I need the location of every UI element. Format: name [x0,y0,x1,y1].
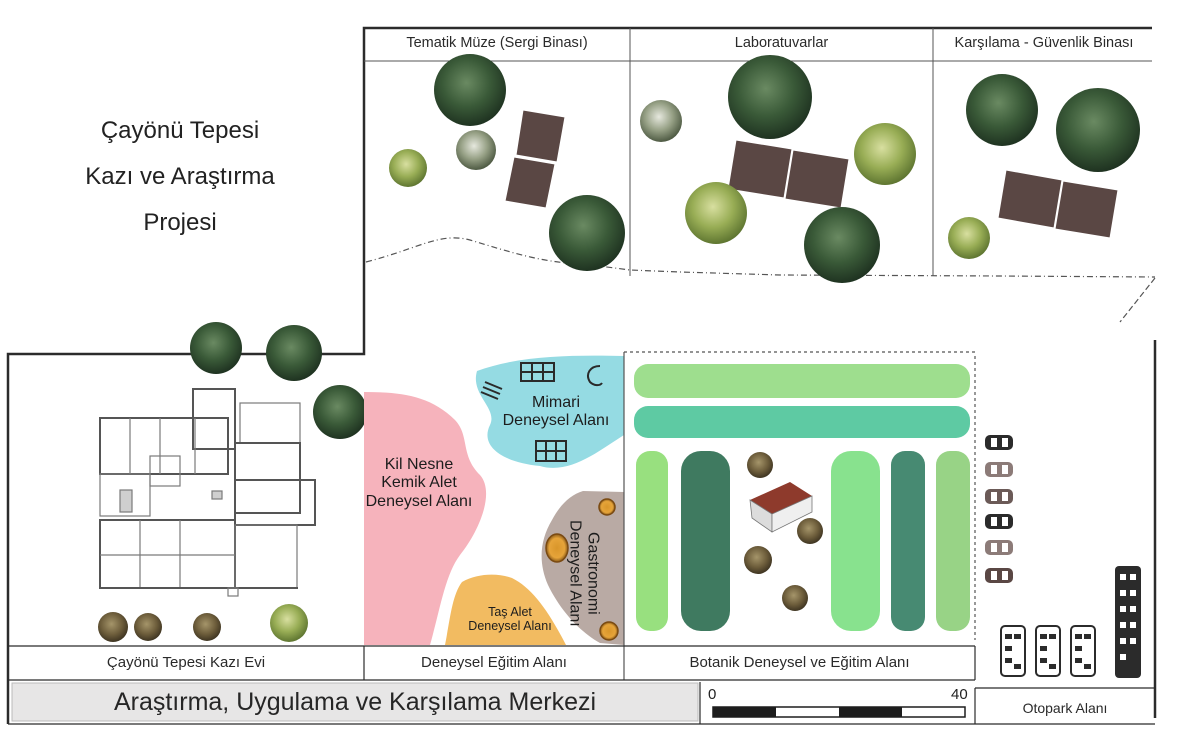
architecture-area-line1: Mimari [532,394,580,411]
clay-area-line3: Deneysel Alanı [365,492,473,510]
lab-buildings [727,139,850,209]
clay-area-line2: Kemik Alet [381,474,457,492]
stone-tool-area-line2: Deneysel Alanı [468,619,552,634]
label-excavation-house: Çayönü Tepesi Kazı Evi [106,654,266,671]
project-title-line2: Kazı ve Araştırma [85,163,275,190]
stone-tool-area-label: Taş Alet Deneysel Alanı [455,605,565,634]
excavation-house-plan [99,388,316,597]
boundary-lines [6,26,1157,724]
architecture-icons [480,362,603,462]
label-experimental-training: Deneysel Eğitim Alanı [421,654,567,671]
stone-tool-area-shape [445,574,566,645]
label-botanic: Botanik Deneysel ve Eğitim Alanı [689,654,910,671]
clay-area-line1: Kil Nesne [384,456,454,473]
trees-house [98,322,367,642]
clay-area-label: Kil Nesne Kemik Alet Deneysel Alanı [364,456,474,511]
terrain-dashed-edge [1119,277,1156,323]
architecture-area-label: Mimari Deneysel Alanı [486,394,626,431]
parking-buses [1000,566,1141,678]
footer-band [11,682,699,722]
clay-area-shape [364,392,487,645]
section-label-reception: Karşılama - Güvenlik Binası [954,35,1134,51]
scale-start-label: 0 [708,686,717,703]
bottom-label-band [8,645,1155,725]
section-label-museum: Tematik Müze (Sergi Binası) [406,35,588,51]
parking-cars [985,435,1013,583]
section-label-labs: Laboratuvarlar [734,35,829,51]
center-title: Araştırma, Uygulama ve Karşılama Merkezi [113,688,597,716]
label-parking: Otopark Alanı [1022,700,1108,716]
trees-botanic [744,452,823,611]
project-title: Çayönü Tepesi Kazı ve Araştırma Projesi [40,108,320,246]
scale-end-label: 40 [951,686,968,703]
terrain-dashed-line [365,237,1156,278]
trees-top [389,54,1140,283]
botanic-house [749,482,813,533]
gastronomy-area-line1: Gastronomi [584,532,602,615]
architecture-area-line2: Deneysel Alanı [502,412,610,430]
stone-tool-area-line1: Taş Alet [488,605,532,619]
museum-buildings [504,109,566,209]
gastronomy-area-label: Gastronomi Deneysel Alanı [565,503,602,643]
botanic-beds [634,364,970,631]
project-title-line3: Projesi [143,209,217,236]
project-title-line1: Çayönü Tepesi [100,117,260,144]
scale-bar [712,706,966,718]
gastronomy-hearths [545,498,619,641]
gastronomy-area-shape [541,491,624,645]
architecture-area-shape [475,355,624,468]
reception-buildings [997,169,1119,239]
gastronomy-area-line2: Deneysel Alanı [566,520,583,627]
area-dividers [623,351,976,680]
